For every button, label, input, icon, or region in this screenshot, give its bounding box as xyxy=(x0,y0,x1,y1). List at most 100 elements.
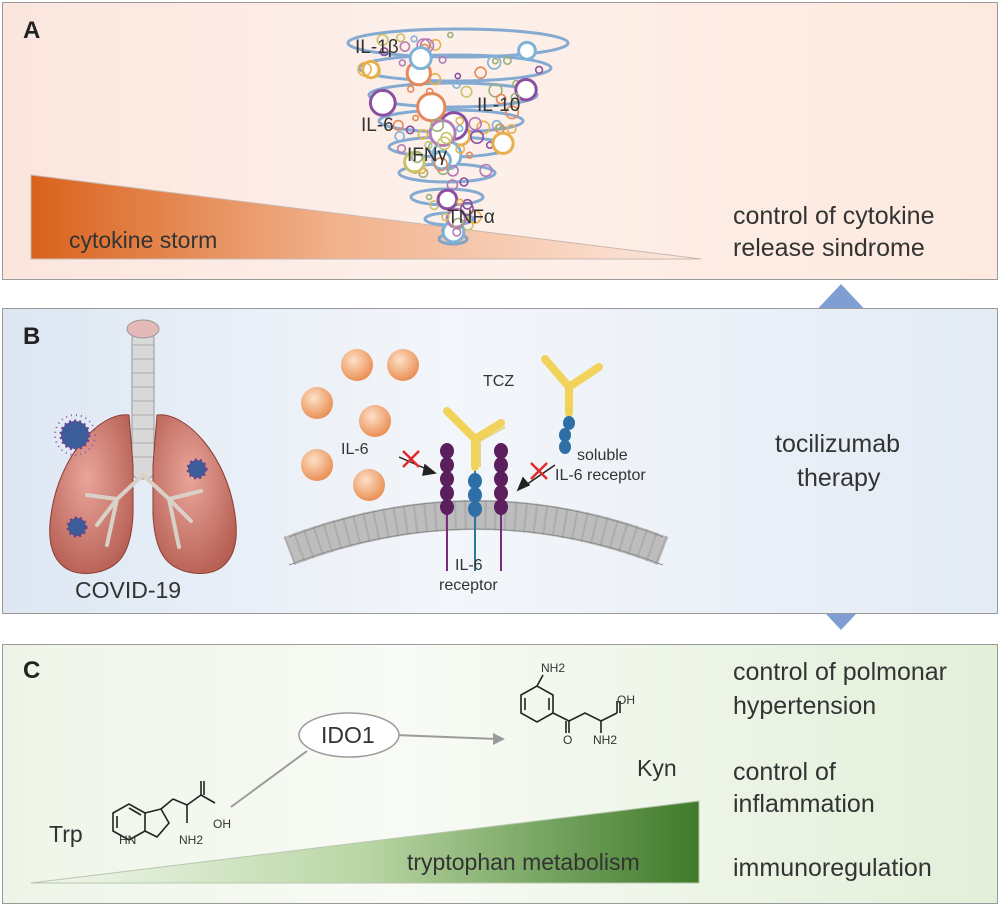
ido1-label: IDO1 xyxy=(321,722,375,748)
cytokine-ball xyxy=(424,140,433,150)
cytokine-ball xyxy=(474,66,487,80)
panel-a-letter: A xyxy=(23,17,41,44)
il1b-label: IL-1β xyxy=(355,37,399,58)
cytokine-ball xyxy=(417,129,429,140)
cytokine-ball xyxy=(491,57,499,65)
cytokine-storm-wedge xyxy=(30,174,702,260)
panel-b: B xyxy=(2,308,998,614)
cytokine-ball xyxy=(398,59,406,67)
covid-label: COVID-19 xyxy=(75,577,182,603)
cytokine-ball xyxy=(456,198,464,206)
cytokine-ball xyxy=(506,124,517,135)
trp-oh-label: OH xyxy=(213,817,231,831)
cytokine-ball xyxy=(476,120,491,135)
cytokine-ball xyxy=(460,85,473,98)
cytokine-ball xyxy=(479,163,493,177)
cytokine-ball xyxy=(431,149,452,171)
tcz-label: TCZ xyxy=(483,373,515,390)
outcome-c3: immunoregulation xyxy=(733,854,932,882)
kynurenine-molecule-icon xyxy=(520,674,621,733)
tnfa-label: TNFα xyxy=(447,207,495,228)
soluble-receptor-line2: IL-6 receptor xyxy=(555,467,646,484)
trp-label: Trp xyxy=(49,821,83,847)
kyn-o-label: O xyxy=(563,733,573,747)
panel-c: C tryptophan metabolism IDO1 xyxy=(2,644,998,904)
kyn-oh-label: OH xyxy=(617,693,635,707)
cytokine-ball xyxy=(468,116,482,131)
cytokine-ball xyxy=(495,93,507,105)
cytokine-ball xyxy=(455,144,466,154)
cytokine-ball xyxy=(465,151,474,159)
cell-membrane-diagram xyxy=(283,349,669,571)
il6-label: IL-6 xyxy=(361,115,394,136)
tryptophan-molecule-icon xyxy=(112,781,216,841)
outcome-c2-line2: inflammation xyxy=(733,790,875,818)
cytokine-ball xyxy=(505,105,520,120)
cytokine-ball xyxy=(459,177,469,187)
cytokine-ball xyxy=(406,85,415,93)
receptor-label-line1: IL-6 xyxy=(455,557,483,574)
cytokine-ball xyxy=(488,83,503,98)
cytokine-ball xyxy=(495,123,503,131)
cytokine-ball xyxy=(392,119,404,131)
lungs-icon xyxy=(49,319,237,574)
cytokine-ball xyxy=(459,201,474,216)
outcome-a-line2: release sindrome xyxy=(733,234,925,262)
kyn-nh2-top-label: NH2 xyxy=(541,661,566,675)
cytokine-ball xyxy=(455,124,464,133)
cytokine-ball xyxy=(357,61,372,77)
cytokine-ball xyxy=(438,55,447,64)
ifng-label: IFNγ xyxy=(407,145,448,166)
therapy-line1: tocilizumab xyxy=(775,430,901,458)
cytokine-ball xyxy=(440,131,453,145)
cytokine-ball xyxy=(487,55,502,70)
cytokine-ball xyxy=(430,118,445,132)
ido1-arrow xyxy=(230,712,505,808)
outcome-c1-line2: hypertension xyxy=(733,692,877,720)
cytokine-ball xyxy=(510,92,521,103)
cytokine-ball xyxy=(425,193,433,201)
cytokine-ball xyxy=(534,65,544,75)
cytokine-ball xyxy=(454,72,462,80)
cytokine-ball xyxy=(399,41,411,52)
cytokine-ball xyxy=(410,35,418,43)
blocked-x-icon xyxy=(402,450,548,480)
cytokine-ball xyxy=(441,212,450,222)
trp-nh2-label: NH2 xyxy=(179,833,204,847)
cytokine-ball xyxy=(405,125,415,135)
cytokine-ball xyxy=(502,56,512,65)
il6-cytokine-icon xyxy=(301,349,419,501)
cytokine-ball xyxy=(396,144,407,154)
cytokine-ball xyxy=(514,78,538,102)
cytokine-ball xyxy=(437,136,451,151)
panel-a: A cytokine storm IL-1β IL-10 IL-6 IF xyxy=(2,2,998,280)
metabolism-label: tryptophan metabolism xyxy=(407,849,640,875)
cytokine-tornado-icon xyxy=(346,27,570,246)
receptor-label-line2: receptor xyxy=(439,577,498,594)
cytokine-ball xyxy=(436,188,459,211)
cytokine-ball xyxy=(447,31,454,39)
panel-c-letter: C xyxy=(23,657,41,684)
soluble-receptor-line1: soluble xyxy=(577,447,628,464)
cytokine-ball xyxy=(368,88,397,117)
outcome-c1-line1: control of polmonar xyxy=(733,658,948,686)
cytokine-ball xyxy=(379,47,389,57)
cytokine-ball xyxy=(376,33,389,47)
cytokine-ball xyxy=(433,157,448,172)
il6-receptor-icon xyxy=(440,443,508,571)
therapy-line2: therapy xyxy=(797,464,881,492)
il6-membrane-label: IL-6 xyxy=(341,441,369,458)
kyn-nh2-bottom-label: NH2 xyxy=(593,733,618,747)
cytokine-ball xyxy=(394,131,406,142)
panel-b-letter: B xyxy=(23,323,41,350)
cytokine-ball xyxy=(395,33,406,43)
virus-icon xyxy=(54,414,208,538)
cytokine-ball xyxy=(455,116,465,126)
cytokine-ball xyxy=(425,87,434,96)
outcome-c2-line1: control of xyxy=(733,758,836,786)
cytokine-ball xyxy=(410,151,424,164)
cytokine-ball xyxy=(408,46,433,71)
cytokine-ball xyxy=(416,92,447,123)
il10-label: IL-10 xyxy=(477,95,521,116)
tryptophan-metabolism-wedge xyxy=(30,800,700,884)
